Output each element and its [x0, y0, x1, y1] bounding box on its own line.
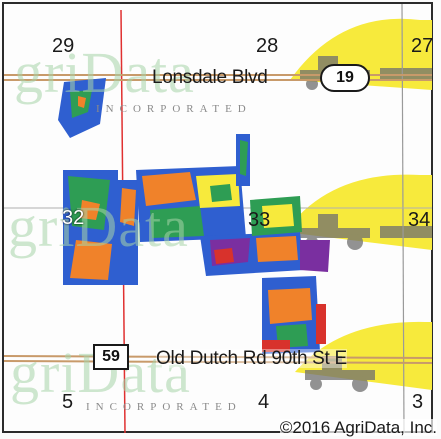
section-number: 3: [412, 391, 424, 413]
section-number: 32: [62, 207, 85, 229]
section-number: 27: [411, 35, 434, 57]
section-number: 33: [248, 209, 271, 231]
copyright-notice: ©2016 AgriData, Inc.: [279, 418, 437, 437]
road-line: [3, 360, 433, 364]
section-number: 4: [258, 391, 270, 413]
road-label-old-dutch: Old Dutch Rd 90th St E: [156, 348, 347, 369]
watermark-brand: griData: [8, 194, 189, 259]
soil-field-northwest: [58, 78, 106, 138]
watermark-tagline: INCORPORATED: [86, 401, 242, 413]
watermark-tagline: INCORPORATED: [96, 103, 252, 115]
section-number: 5: [62, 391, 74, 413]
route-shield-59: 59: [93, 344, 129, 370]
section-number: 34: [408, 209, 431, 231]
route-shield-19: 19: [320, 64, 370, 92]
watermark-brand: griData: [14, 40, 195, 105]
soil-field-main: [63, 134, 330, 354]
section-number: 28: [256, 35, 279, 57]
road-line: [3, 355, 433, 359]
section-number: 29: [52, 35, 75, 57]
road-label-lonsdale: Lonsdale Blvd: [152, 67, 268, 88]
watermark-tractor-icon: [305, 356, 375, 392]
